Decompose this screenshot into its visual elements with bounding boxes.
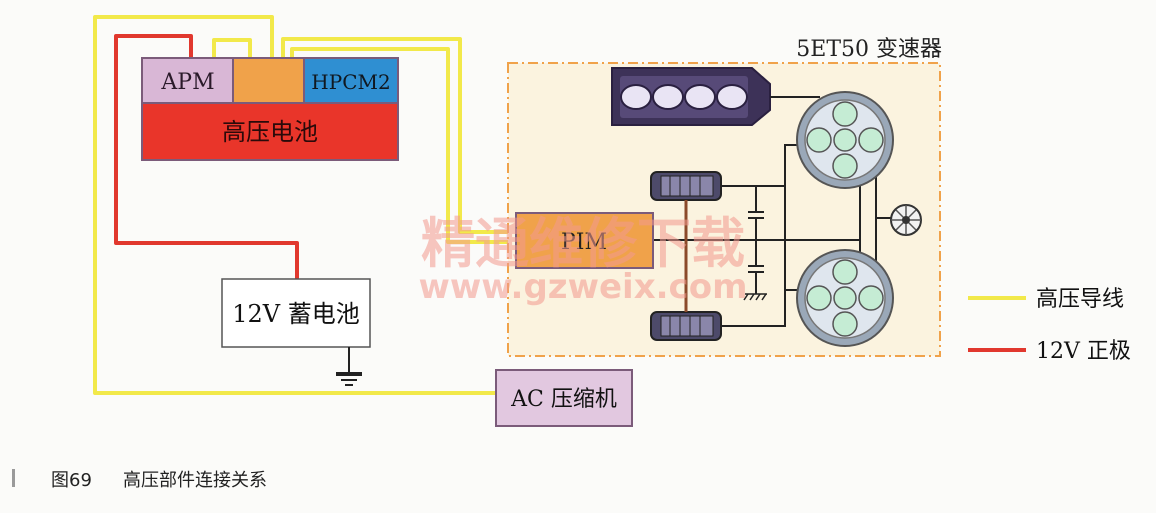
hv-wire-module-loop	[212, 38, 252, 58]
output-gear-icon	[890, 204, 922, 236]
ac-compressor: AC 压缩机	[495, 369, 633, 427]
watermark-line2: www.gzweix.com	[418, 267, 747, 307]
figure-caption: 图69 高压部件连接关系	[12, 469, 267, 491]
planetary-gear-1-icon	[796, 91, 894, 189]
pim-box	[515, 212, 654, 269]
hv-battery-label: 高压电池	[222, 118, 318, 146]
apm-label: APM	[160, 70, 214, 95]
ac-compressor-label: AC 压缩机	[510, 387, 617, 412]
ac-compressor-box	[495, 369, 633, 427]
watermark-line1: 精通维修下载	[421, 212, 745, 275]
legend-label-hv: 高压导线	[1036, 287, 1124, 312]
hv-wire-ac-compressor	[93, 15, 496, 395]
legend: 高压导线 12V 正极	[968, 287, 1131, 364]
battery-12v-box	[221, 278, 371, 348]
hpcm2-label: HPCM2	[311, 70, 390, 94]
legend-label-12v: 12V 正极	[1036, 339, 1131, 364]
12v-positive-wires	[114, 34, 299, 279]
12v-wire-apm	[114, 34, 299, 279]
hv-battery-box	[141, 102, 399, 161]
planetary-gear-2-icon	[796, 249, 894, 347]
motor-1-icon	[650, 171, 722, 201]
transmission-label: 5ET50 变速器	[796, 37, 942, 62]
clutch-ground-icon	[743, 293, 767, 301]
caption-figure-no: 图69	[51, 470, 92, 491]
engine-icon	[611, 67, 771, 126]
caption-title: 高压部件连接关系	[123, 470, 267, 491]
watermark: 精通维修下载 www.gzweix.com	[418, 212, 747, 307]
hv-wire-pim	[281, 37, 516, 234]
battery-pack: APM HPCM2 高压电池	[141, 57, 399, 161]
transmission-5et50: 5ET50 变速器	[507, 37, 942, 357]
caption-marker	[12, 469, 15, 487]
hv-wire-pim-2	[290, 47, 516, 244]
module-box	[232, 57, 305, 104]
high-voltage-wires	[93, 15, 516, 395]
battery-12v-label: 12V 蓄电池	[232, 300, 360, 328]
ground-symbol-icon	[336, 347, 362, 386]
pim-label: PIM	[561, 230, 607, 255]
motor-2-icon	[650, 311, 722, 341]
battery-12v: 12V 蓄电池	[221, 278, 371, 386]
